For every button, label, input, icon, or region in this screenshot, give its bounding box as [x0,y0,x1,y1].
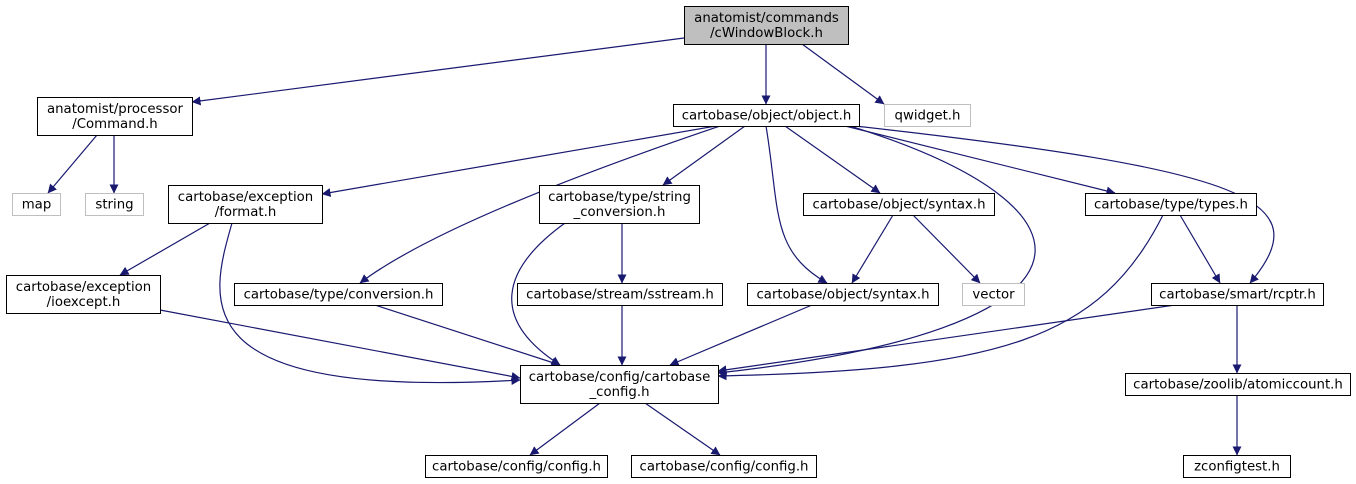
node-command[interactable]: anatomist/processor/Command.h [37,97,193,136]
node-box [747,283,939,306]
node-syntax2[interactable]: cartobase/object/syntax.h [747,283,939,306]
node-box [37,97,193,136]
node-label: cartobase/type/string [548,190,691,205]
node-label: cartobase/object/syntax.h [812,198,985,213]
node-zconfig[interactable]: zconfigtest.h [1183,455,1291,478]
edge-stringconv-cbconfig [511,222,566,366]
node-string[interactable]: string [85,193,144,216]
node-label: string [95,198,133,213]
node-box [684,6,849,45]
node-label: cartobase/type/types.h [1094,198,1248,213]
node-box [631,455,817,478]
node-box [673,104,860,127]
node-label: anatomist/commands [694,11,839,26]
node-label: zconfigtest.h [1194,460,1280,475]
node-box [168,185,323,224]
node-box [1183,455,1291,478]
node-label: _conversion.h [573,205,666,220]
edge-syntax2-cbconfig [669,304,813,366]
node-vector[interactable]: vector [962,283,1025,306]
node-label: cartobase/smart/rcptr.h [1159,288,1316,303]
edge-object-syntax2 [765,125,828,284]
node-box [803,193,995,216]
node-config1[interactable]: cartobase/config/config.h [425,455,608,478]
node-box [234,283,443,306]
node-stringconv[interactable]: cartobase/type/string_conversion.h [539,185,700,224]
edges-layer [47,37,1275,456]
node-rcptr[interactable]: cartobase/smart/rcptr.h [1151,283,1324,306]
edge-format-cbconfig [219,222,521,385]
edge-ioexcept-cbconfig [159,309,521,381]
node-label: cartobase/exception [16,280,151,295]
node-label: _config.h [589,385,650,400]
node-label: cartobase/stream/sstream.h [526,288,714,303]
node-label: /format.h [215,205,277,220]
node-box [539,185,700,224]
node-box [520,365,719,404]
node-box [12,193,61,216]
edge-syntax1-vector [912,214,981,284]
node-box [1125,373,1351,396]
node-cbconfig[interactable]: cartobase/config/cartobase_config.h [520,365,719,404]
node-label: /Command.h [72,117,157,132]
node-syntax1[interactable]: cartobase/object/syntax.h [803,193,995,216]
edge-cbconfig-config2 [644,402,721,456]
node-atomic[interactable]: cartobase/zoolib/atomiccount.h [1125,373,1351,396]
edge-syntax1-syntax2 [851,214,894,284]
node-label: qwidget.h [895,109,961,124]
node-label: cartobase/zoolib/atomiccount.h [1133,378,1343,393]
edge-object-rcptr [854,125,1275,284]
edge-command-map [47,134,98,194]
node-label: /cWindowBlock.h [710,26,823,41]
node-label: cartobase/config/config.h [432,460,601,475]
node-box [85,193,144,216]
node-sstream[interactable]: cartobase/stream/sstream.h [517,283,723,306]
edge-object-syntax1 [784,125,881,194]
node-config2[interactable]: cartobase/config/config.h [631,455,817,478]
node-label: vector [972,288,1015,303]
node-types[interactable]: cartobase/type/types.h [1085,193,1257,216]
edge-types-rcptr [1179,214,1221,284]
edge-conversion-cbconfig [374,304,561,367]
edge-root-qwidget [801,43,885,105]
edge-object-stringconv [662,125,746,186]
node-label: cartobase/exception [178,190,313,205]
node-label: cartobase/object/syntax.h [756,288,929,303]
edge-object-cbconfig [717,125,1036,377]
node-label: map [22,198,52,213]
node-box [1085,193,1257,216]
node-box [1151,283,1324,306]
edge-root-command [191,37,685,106]
node-box [884,104,971,127]
node-object[interactable]: cartobase/object/object.h [673,104,860,127]
node-box [517,283,723,306]
node-label: cartobase/type/conversion.h [244,288,434,303]
edge-rcptr-cbconfig [717,304,1176,375]
node-label: /ioexcept.h [47,295,121,310]
node-label: cartobase/object/object.h [682,109,852,124]
edge-object-types [844,125,1116,196]
edge-object-conversion [359,125,721,284]
edge-cbconfig-config1 [529,402,601,456]
node-map[interactable]: map [12,193,61,216]
node-box [962,283,1025,306]
node-ioexcept[interactable]: cartobase/exception/ioexcept.h [6,275,161,314]
node-box [425,455,608,478]
nodes-layer: anatomist/commands/cWindowBlock.hanatomi… [6,6,1351,478]
node-root[interactable]: anatomist/commands/cWindowBlock.h [684,6,849,45]
node-qwidget[interactable]: qwidget.h [884,104,971,127]
edge-object-format [321,125,717,197]
edge-types-cbconfig [717,214,1164,381]
node-box [6,275,161,314]
edge-format-ioexcept [119,222,211,276]
node-conversion[interactable]: cartobase/type/conversion.h [234,283,443,306]
node-label: cartobase/config/config.h [640,460,809,475]
node-format[interactable]: cartobase/exception/format.h [168,185,323,224]
node-label: cartobase/config/cartobase [529,370,711,385]
node-label: anatomist/processor [47,102,184,117]
